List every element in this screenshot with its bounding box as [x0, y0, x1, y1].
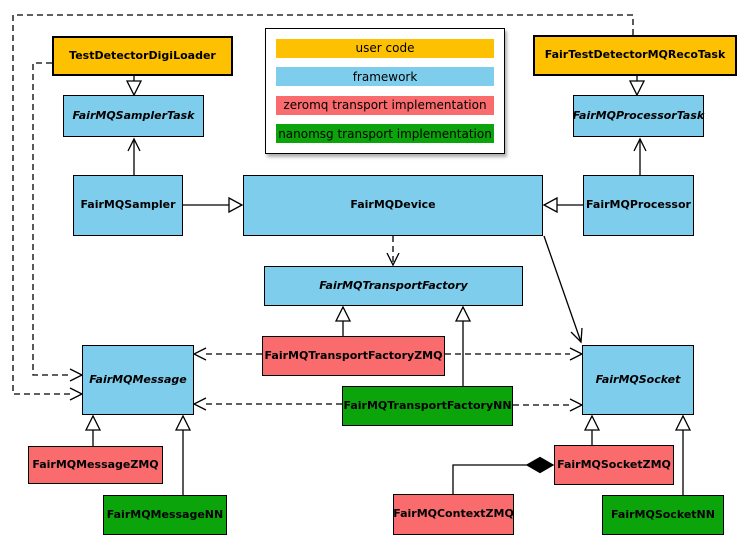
- node-fairmq-transport-factory-nn: FairMQTransportFactoryNN: [342, 386, 513, 426]
- legend: user code framework zeromq transport imp…: [265, 28, 505, 154]
- edge-socketzmq-to-socket: [583, 414, 601, 445]
- edge-tfnn-to-message: [192, 397, 342, 411]
- node-fairmq-transport-factory: FairMQTransportFactory: [264, 266, 523, 306]
- legend-item-user-code: user code: [276, 38, 494, 58]
- node-fairmq-socket: FairMQSocket: [582, 345, 694, 415]
- legend-item-nanomsg: nanomsg transport implementation: [276, 124, 494, 144]
- edge-contextzmq-to-socketzmq: [452, 456, 555, 494]
- node-fair-test-detector-mq-reco-task: FairTestDetectorMQRecoTask: [533, 35, 737, 76]
- node-fairmq-device: FairMQDevice: [243, 175, 543, 236]
- edge-tfzmq-to-transportfactory: [334, 305, 352, 336]
- edge-sampler-to-samplertask: [127, 137, 141, 175]
- edge-tfzmq-to-socket: [445, 347, 584, 361]
- node-fairmq-context-zmq: FairMQContextZMQ: [393, 494, 514, 535]
- node-fairmq-socket-nn: FairMQSocketNN: [602, 495, 724, 535]
- edge-processor-to-device: [542, 196, 583, 214]
- node-fairmq-message-nn: FairMQMessageNN: [103, 495, 227, 535]
- node-fairmq-sampler-task: FairMQSamplerTask: [63, 95, 204, 137]
- edge-messagenn-to-message: [174, 414, 192, 495]
- node-fairmq-sampler: FairMQSampler: [73, 175, 183, 236]
- edge-recotask-processortask: [628, 76, 646, 97]
- node-test-detector-digi-loader: TestDetectorDigiLoader: [52, 36, 233, 76]
- legend-item-zeromq: zeromq transport implementation: [276, 95, 494, 115]
- node-fairmq-processor: FairMQProcessor: [583, 175, 694, 236]
- edge-device-to-socket: [543, 235, 583, 344]
- edge-socketnn-to-socket: [674, 414, 692, 495]
- node-fairmq-processor-task: FairMQProcessorTask: [573, 95, 704, 137]
- edge-tfnn-to-transportfactory: [454, 305, 472, 386]
- edge-tfnn-to-socket: [513, 398, 584, 412]
- legend-item-framework: framework: [276, 67, 494, 87]
- edge-digiloader-samplertask: [125, 76, 143, 97]
- node-fairmq-socket-zmq: FairMQSocketZMQ: [554, 445, 674, 485]
- edge-device-to-transportfactory: [386, 236, 400, 267]
- edge-messagezmq-to-message: [84, 414, 102, 446]
- node-fairmq-message: FairMQMessage: [82, 345, 194, 415]
- node-fairmq-transport-factory-zmq: FairMQTransportFactoryZMQ: [262, 336, 445, 376]
- edge-processor-to-processortask: [633, 137, 647, 175]
- edge-tfzmq-to-message: [192, 347, 262, 361]
- edge-sampler-to-device: [183, 196, 244, 214]
- node-fairmq-message-zmq: FairMQMessageZMQ: [28, 446, 163, 484]
